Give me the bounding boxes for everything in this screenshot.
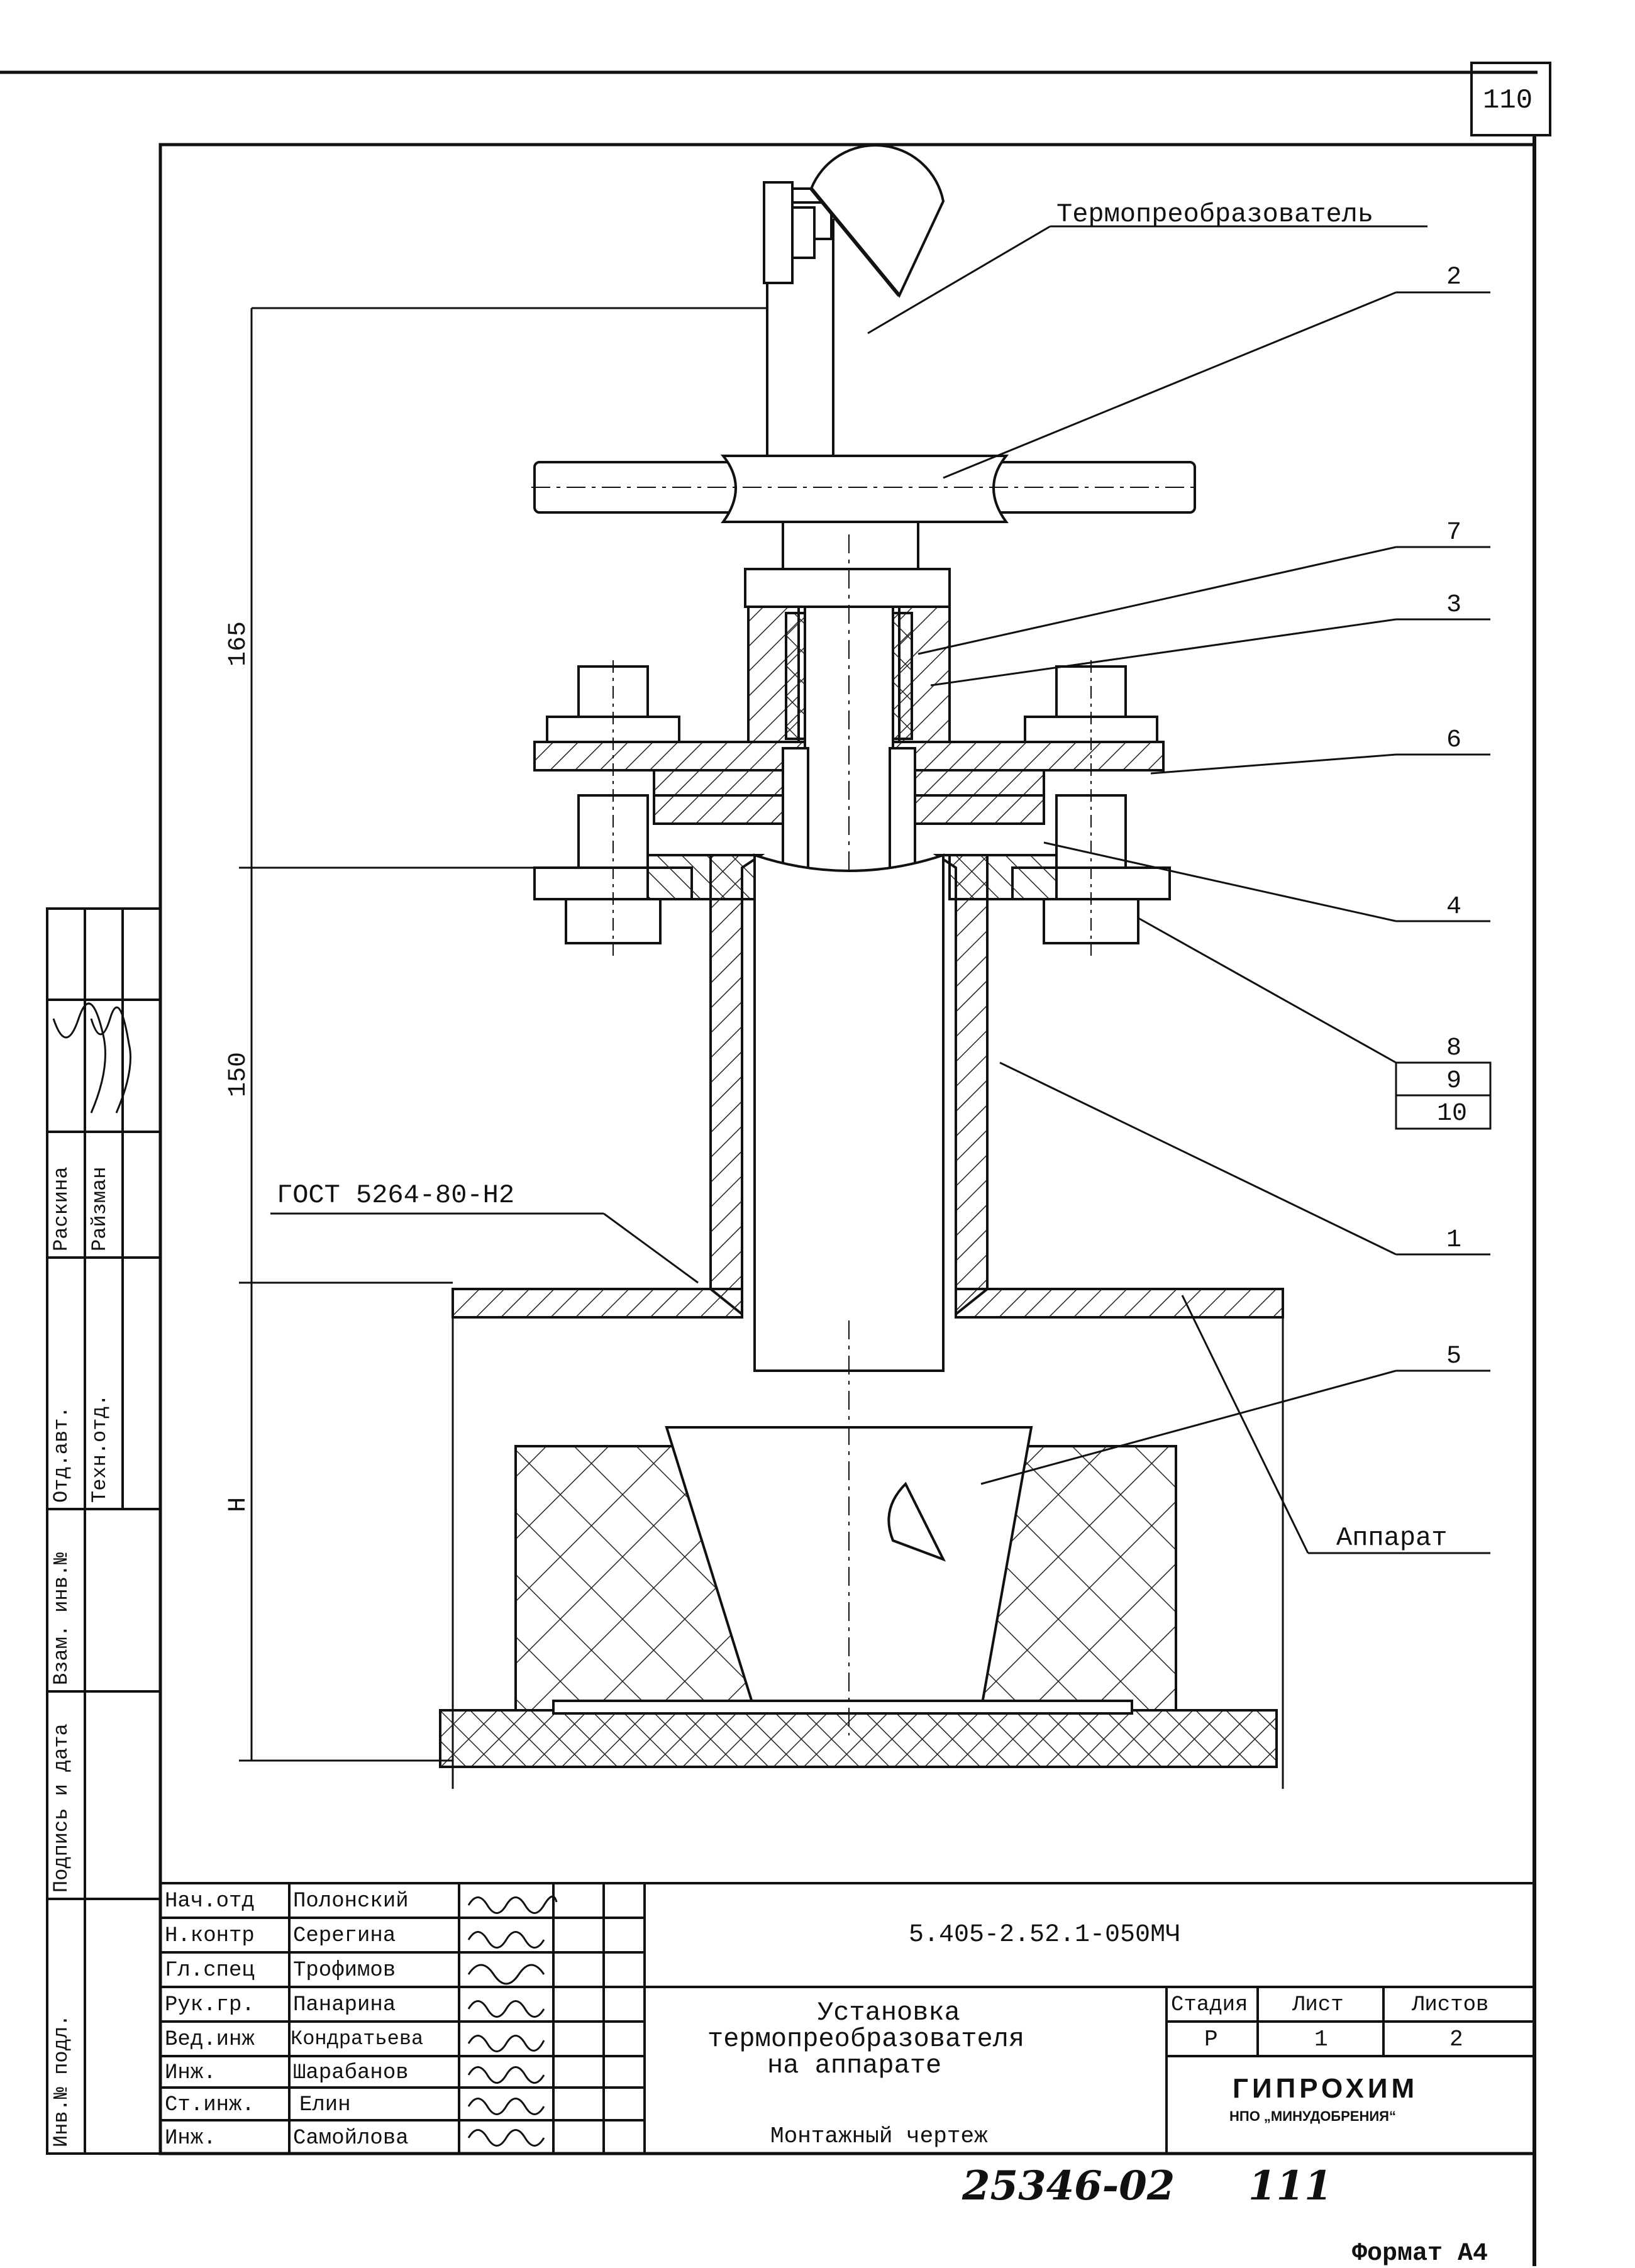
- staff-name-6: Шарабанов: [293, 2061, 409, 2085]
- apparatus-wall: [452, 1288, 1284, 1789]
- staff-role-8: Инж.: [165, 2127, 216, 2150]
- staff-role-3: Гл.спец: [165, 1959, 255, 1983]
- staff-role-7: Ст.инж.: [165, 2093, 255, 2117]
- label-part-7: 7: [1446, 519, 1462, 547]
- sheet-header: Лист: [1292, 1993, 1344, 2017]
- label-part-3: 3: [1446, 591, 1462, 619]
- label-sensor: Термопреобразователь: [1056, 199, 1374, 230]
- staff-name-7: Елин: [299, 2093, 351, 2117]
- label-part-10: 10: [1437, 1100, 1468, 1128]
- label-part-6: 6: [1446, 726, 1462, 755]
- pipe-nut-2: [531, 455, 1198, 608]
- staff-name-8: Самойлова: [293, 2127, 409, 2150]
- leader-lines: [270, 225, 1492, 1554]
- staff-name-2: Серегина: [293, 1924, 396, 1948]
- gland-sleeve-3: [747, 534, 951, 904]
- title-line-2: термопреобразователя: [707, 2024, 1025, 2054]
- label-apparatus: Аппарат: [1336, 1523, 1448, 1553]
- side-col1-bottom: Отд.авт.: [50, 1406, 73, 1503]
- staff-name-4: Панарина: [293, 1993, 396, 2017]
- label-part-2: 2: [1446, 263, 1462, 292]
- dimension-165: 165: [224, 621, 253, 667]
- label-part-4: 4: [1446, 893, 1462, 921]
- org-name: ГИПРОХИМ: [1233, 2073, 1419, 2104]
- staff-role-4: Рук.гр.: [165, 1993, 255, 2017]
- title-line-1: Установка: [818, 1998, 960, 2028]
- archive-page: 111: [1248, 2162, 1333, 2210]
- side-field-replacement: Взам. инв.№: [50, 1552, 73, 1685]
- page-number: 110: [1483, 85, 1533, 116]
- dimension-lines: [239, 307, 767, 1762]
- org-subtitle: НПО „МИНУДОБРЕНИЯ“: [1229, 2108, 1396, 2124]
- stage-value: Р: [1204, 2027, 1218, 2052]
- sheets-header: Листов: [1412, 1993, 1489, 2017]
- side-col2-bottom: Техн.отд.: [88, 1394, 111, 1503]
- label-part-8: 8: [1446, 1034, 1462, 1063]
- bolt-right: [1011, 660, 1171, 956]
- label-part-5: 5: [1446, 1342, 1462, 1371]
- format-label: Формат А4: [1352, 2240, 1488, 2268]
- dimension-h: Н: [224, 1496, 253, 1512]
- side-field-signature: Подпись и дата: [50, 1723, 73, 1893]
- bolt-left: [533, 660, 693, 956]
- title-subtitle: Монтажный чертеж: [770, 2123, 988, 2149]
- staff-name-5: Кондратьева: [291, 2027, 424, 2050]
- side-col1-top: Раскина: [50, 1166, 73, 1251]
- stage-header: Стадия: [1171, 1993, 1248, 2017]
- dimension-150: 150: [224, 1051, 253, 1097]
- label-part-1: 1: [1446, 1226, 1462, 1254]
- label-part-9: 9: [1446, 1067, 1462, 1095]
- label-gost: ГОСТ 5264-80-Н2: [277, 1180, 515, 1210]
- staff-role-1: Нач.отд: [165, 1889, 255, 1913]
- side-stamp: [46, 907, 162, 2155]
- staff-role-5: Вед.инж: [165, 2028, 255, 2052]
- staff-role-2: Н.контр: [165, 1924, 255, 1948]
- insulation-block: [439, 1320, 1278, 1768]
- sheets-value: 2: [1449, 2027, 1463, 2052]
- side-field-original: Инв.№ подл.: [50, 2014, 73, 2147]
- drawing-code: 5.405-2.52.1-050МЧ: [909, 1921, 1181, 1949]
- title-line-3: на аппарате: [767, 2050, 942, 2081]
- staff-role-6: Инж.: [165, 2061, 216, 2085]
- nozzle-pipe-1: [709, 853, 989, 1372]
- staff-name-3: Трофимов: [293, 1959, 396, 1983]
- staff-name-1: Полонский: [293, 1889, 409, 1913]
- title-block-grid: [160, 1882, 1534, 2154]
- sheet-value: 1: [1314, 2027, 1328, 2052]
- archive-number: 25346-02: [962, 2162, 1175, 2210]
- side-col2-top: Райзман: [88, 1166, 111, 1251]
- signatures: [52, 1002, 558, 2147]
